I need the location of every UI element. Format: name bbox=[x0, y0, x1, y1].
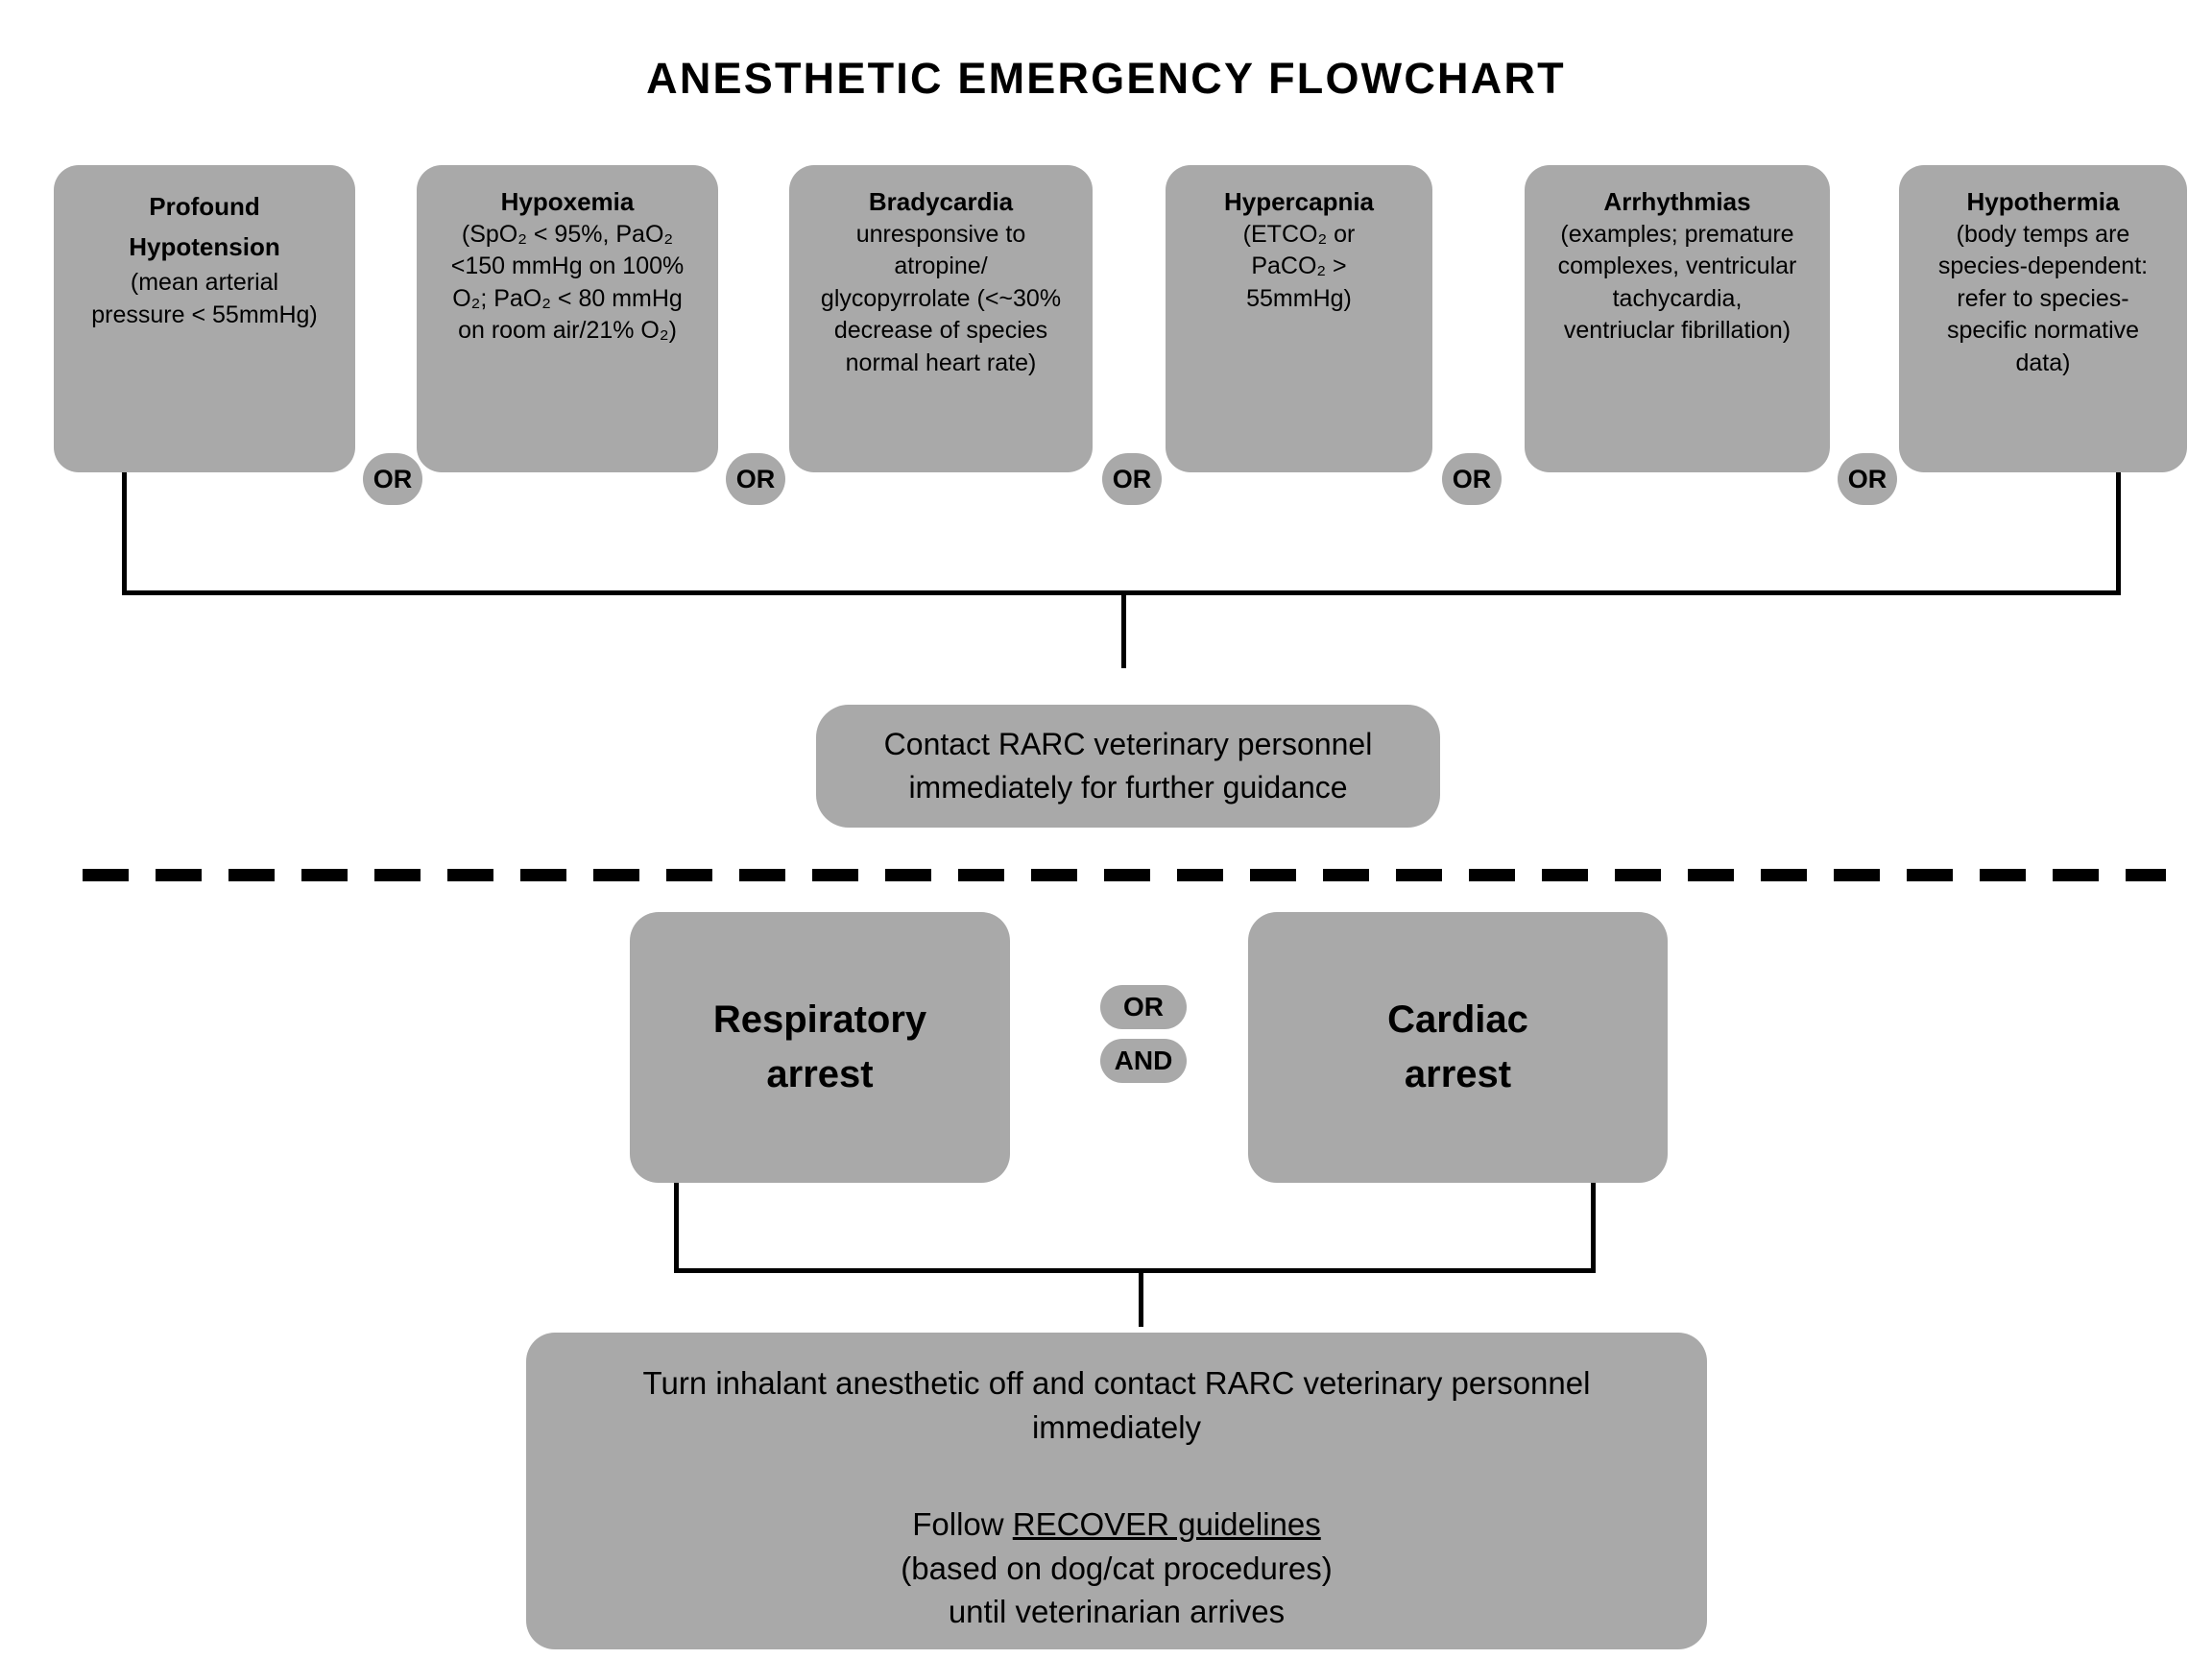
criteria-title-line1: Arrhythmias bbox=[1603, 187, 1751, 216]
criteria-detail-line4: specific normative bbox=[1946, 317, 2140, 345]
criteria-box-bradycardia[interactable]: Bradycardia unresponsive to atropine/ gl… bbox=[789, 165, 1093, 472]
criteria-connector-or-3: OR bbox=[1102, 453, 1162, 505]
criteria-detail-line3: O₂; PaO₂ < 80 mmHg bbox=[452, 284, 683, 312]
final-line3-prefix: Follow bbox=[912, 1506, 1013, 1543]
criteria-detail-line1: (examples; premature bbox=[1560, 220, 1794, 248]
criteria-box-arrhythmias[interactable]: Arrhythmias (examples; premature complex… bbox=[1525, 165, 1830, 472]
criteria-box-hypoxemia[interactable]: Hypoxemia (SpO₂ < 95%, PaO₂ <150 mmHg on… bbox=[417, 165, 718, 472]
top-bracket-center-stem bbox=[1121, 595, 1126, 668]
criteria-box-hypothermia[interactable]: Hypothermia (body temps are species-depe… bbox=[1899, 165, 2187, 472]
criteria-title-line2: Hypotension bbox=[129, 232, 280, 262]
bracket-right-stem bbox=[2116, 472, 2121, 595]
criteria-detail-line2: <150 mmHg on 100% bbox=[450, 252, 685, 280]
criteria-detail-line1: unresponsive to bbox=[855, 220, 1026, 248]
criteria-title-line1: Hypercapnia bbox=[1223, 187, 1375, 216]
criteria-box-hypercapnia[interactable]: Hypercapnia (ETCO₂ or PaCO₂ > 55mmHg) bbox=[1166, 165, 1432, 472]
final-line2: immediately bbox=[1031, 1408, 1202, 1445]
final-action-node[interactable]: Turn inhalant anesthetic off and contact… bbox=[526, 1333, 1707, 1649]
criteria-detail-line1: (SpO₂ < 95%, PaO₂ bbox=[461, 220, 674, 248]
contact-line2: immediately for further guidance bbox=[908, 770, 1348, 805]
criteria-title-line1: Profound bbox=[149, 192, 260, 221]
cardiac-arrest-node[interactable]: Cardiac arrest bbox=[1248, 912, 1668, 1183]
bottom-bracket-connector bbox=[674, 1183, 1596, 1275]
cardiac-arrest-line2: arrest bbox=[1404, 1053, 1512, 1095]
criteria-title-line1: Bradycardia bbox=[868, 187, 1014, 216]
criteria-connector-or-2: OR bbox=[726, 453, 785, 505]
criteria-detail-line3: tachycardia, bbox=[1612, 284, 1743, 312]
respiratory-arrest-line2: arrest bbox=[766, 1053, 874, 1095]
criteria-detail-line3: refer to species- bbox=[1957, 284, 2129, 312]
bracket-horizontal bbox=[674, 1268, 1596, 1273]
cardiac-arrest-line1: Cardiac bbox=[1387, 998, 1528, 1042]
arrest-connector-or: OR bbox=[1100, 985, 1187, 1029]
final-line5: until veterinarian arrives bbox=[948, 1594, 1286, 1630]
criteria-detail-line3: 55mmHg) bbox=[1246, 284, 1352, 312]
respiratory-arrest-node[interactable]: Respiratory arrest bbox=[630, 912, 1010, 1183]
criteria-detail-line1: (body temps are bbox=[1956, 220, 2130, 248]
criteria-detail-line2: complexes, ventricular bbox=[1557, 252, 1797, 280]
criteria-detail-line4: on room air/21% O₂) bbox=[458, 317, 677, 345]
criteria-connector-or-5: OR bbox=[1838, 453, 1897, 505]
criteria-connector-or-1: OR bbox=[363, 453, 422, 505]
top-bracket-connector bbox=[122, 472, 2121, 597]
contact-rarc-node[interactable]: Contact RARC veterinary personnel immedi… bbox=[816, 705, 1440, 828]
final-line4: (based on dog/cat procedures) bbox=[901, 1550, 1333, 1586]
bracket-left-stem bbox=[122, 472, 127, 595]
criteria-detail-line4: decrease of species bbox=[833, 317, 1048, 345]
criteria-detail-line2: pressure < 55mmHg) bbox=[91, 301, 318, 328]
section-divider-dashed bbox=[83, 869, 2166, 881]
bracket-horizontal bbox=[122, 590, 2121, 595]
criteria-connector-or-4: OR bbox=[1442, 453, 1502, 505]
criteria-detail-line2: atropine/ bbox=[894, 252, 988, 280]
criteria-detail-line3: glycopyrrolate (<~30% bbox=[820, 284, 1062, 312]
criteria-title-line1: Hypothermia bbox=[1966, 187, 2120, 216]
respiratory-arrest-line1: Respiratory bbox=[712, 998, 927, 1042]
criteria-box-profound-hypotension[interactable]: Profound Hypotension (mean arterial pres… bbox=[54, 165, 355, 472]
arrest-connector-and: AND bbox=[1100, 1039, 1187, 1083]
contact-line1: Contact RARC veterinary personnel bbox=[883, 726, 1373, 761]
criteria-detail-line4: ventriuclar fibrillation) bbox=[1563, 317, 1791, 345]
criteria-detail-line5: data) bbox=[2015, 349, 2071, 376]
criteria-detail-line2: species-dependent: bbox=[1937, 252, 2149, 280]
criteria-detail-line5: normal heart rate) bbox=[845, 349, 1037, 376]
page-title: ANESTHETIC EMERGENCY FLOWCHART bbox=[646, 54, 1566, 103]
criteria-row: Profound Hypotension (mean arterial pres… bbox=[0, 165, 2212, 505]
criteria-detail-line1: (mean arterial bbox=[130, 269, 279, 297]
recover-guidelines-link[interactable]: RECOVER guidelines bbox=[1012, 1506, 1321, 1543]
criteria-detail-line2: PaCO₂ > bbox=[1251, 252, 1347, 280]
bracket-left-stem bbox=[674, 1183, 679, 1273]
bracket-right-stem bbox=[1591, 1183, 1596, 1273]
criteria-detail-line1: (ETCO₂ or bbox=[1242, 220, 1356, 248]
criteria-title-line1: Hypoxemia bbox=[500, 187, 635, 216]
final-line3: Follow RECOVER guidelines bbox=[912, 1503, 1321, 1547]
bottom-bracket-center-stem bbox=[1139, 1268, 1143, 1327]
final-line1: Turn inhalant anesthetic off and contact… bbox=[642, 1365, 1591, 1401]
